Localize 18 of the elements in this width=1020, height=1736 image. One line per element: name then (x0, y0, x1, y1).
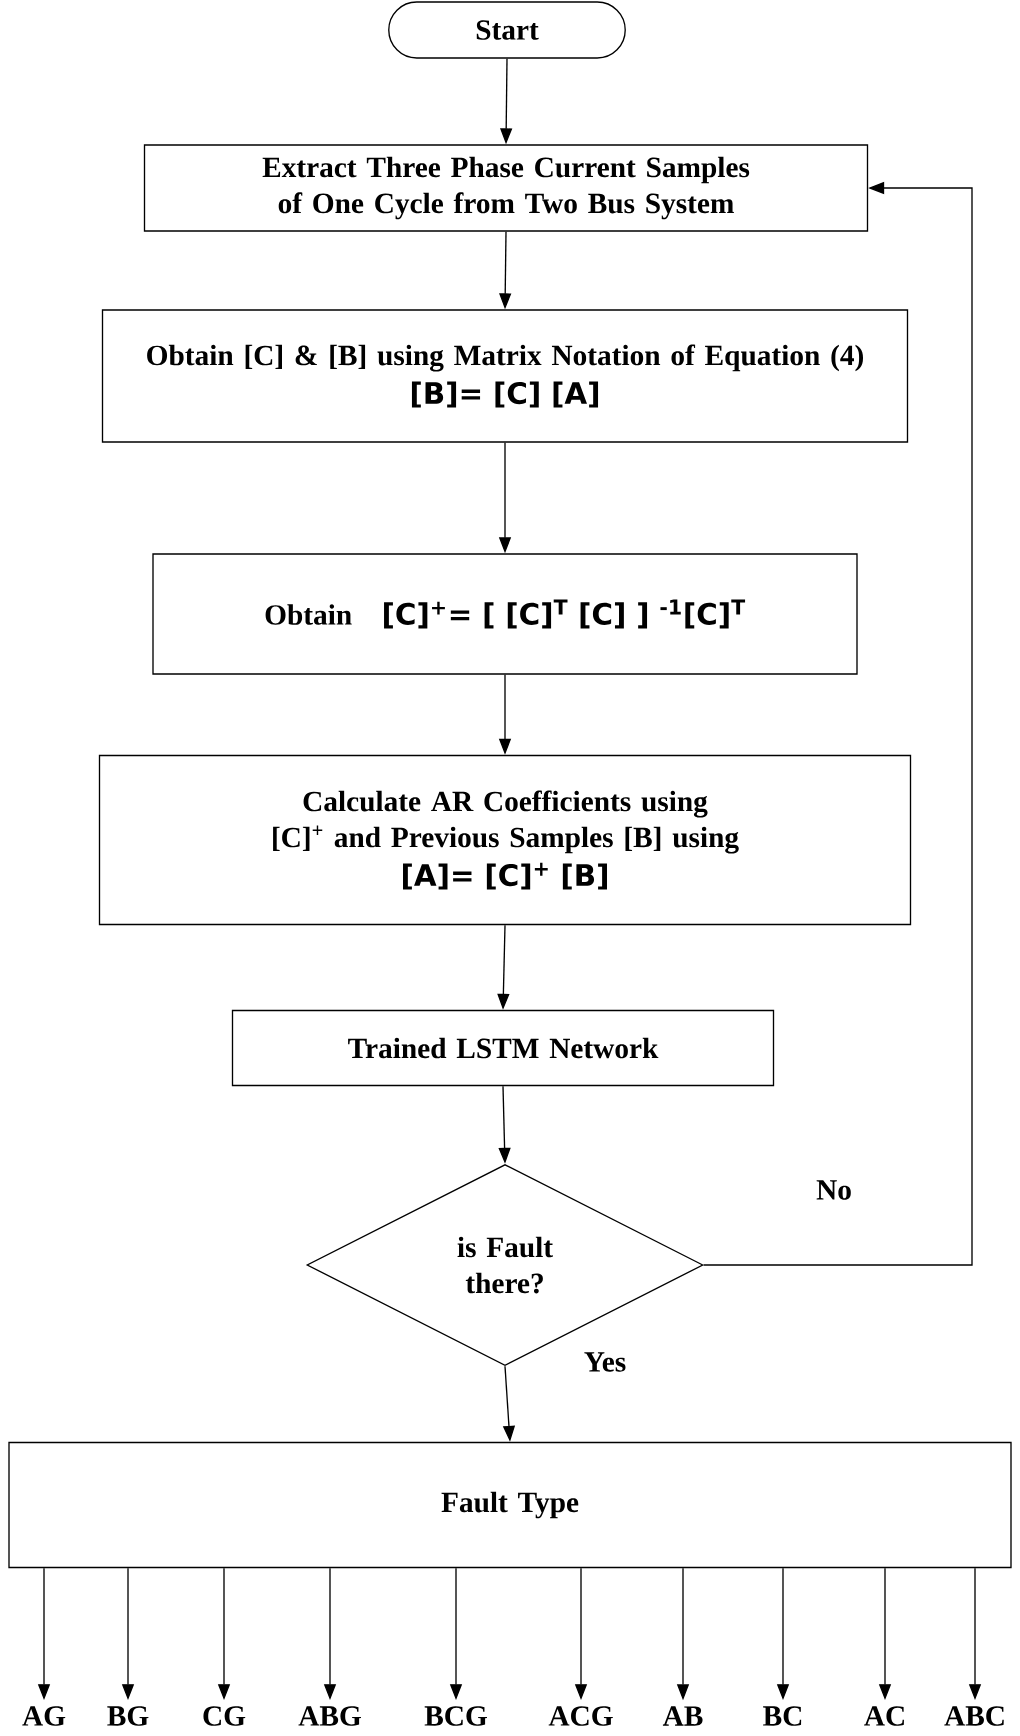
output-label: BCG (424, 1706, 487, 1726)
process-box: Trained LSTM Network (231, 1009, 775, 1087)
output-label: ACG (548, 1706, 613, 1726)
output-label: CG (203, 1706, 246, 1726)
output-label: ABC (944, 1706, 1004, 1726)
process-box: Calculate AR Coefficients using [C]$^{+}$ and Previous Samples [B] using [A]= [C]$^{+}$ [B] (98, 754, 912, 926)
process-box: Obtain [C] & [B] using Matrix Notation of Equation (4) [B]= [C] [A] (101, 309, 909, 443)
process-box: Obtain [C]$^{+}$= [ [C]$^{T}$ [C] ] $^{-1}$[C]$^{T}$ (152, 553, 858, 675)
output-label: AB (662, 1706, 703, 1726)
output-label: ABG (298, 1706, 361, 1726)
output-label: BG (107, 1706, 149, 1726)
start-terminal: Start (388, 1, 626, 59)
output-label: AC (864, 1706, 904, 1726)
output-label: BC (763, 1706, 802, 1726)
process-box: Fault Type (8, 1441, 1012, 1569)
output-label: AG (22, 1706, 66, 1726)
edge-label: No (813, 1177, 855, 1203)
process-box: Extract Three Phase Current Samples of One Cycle from Two Bus System (143, 144, 869, 232)
